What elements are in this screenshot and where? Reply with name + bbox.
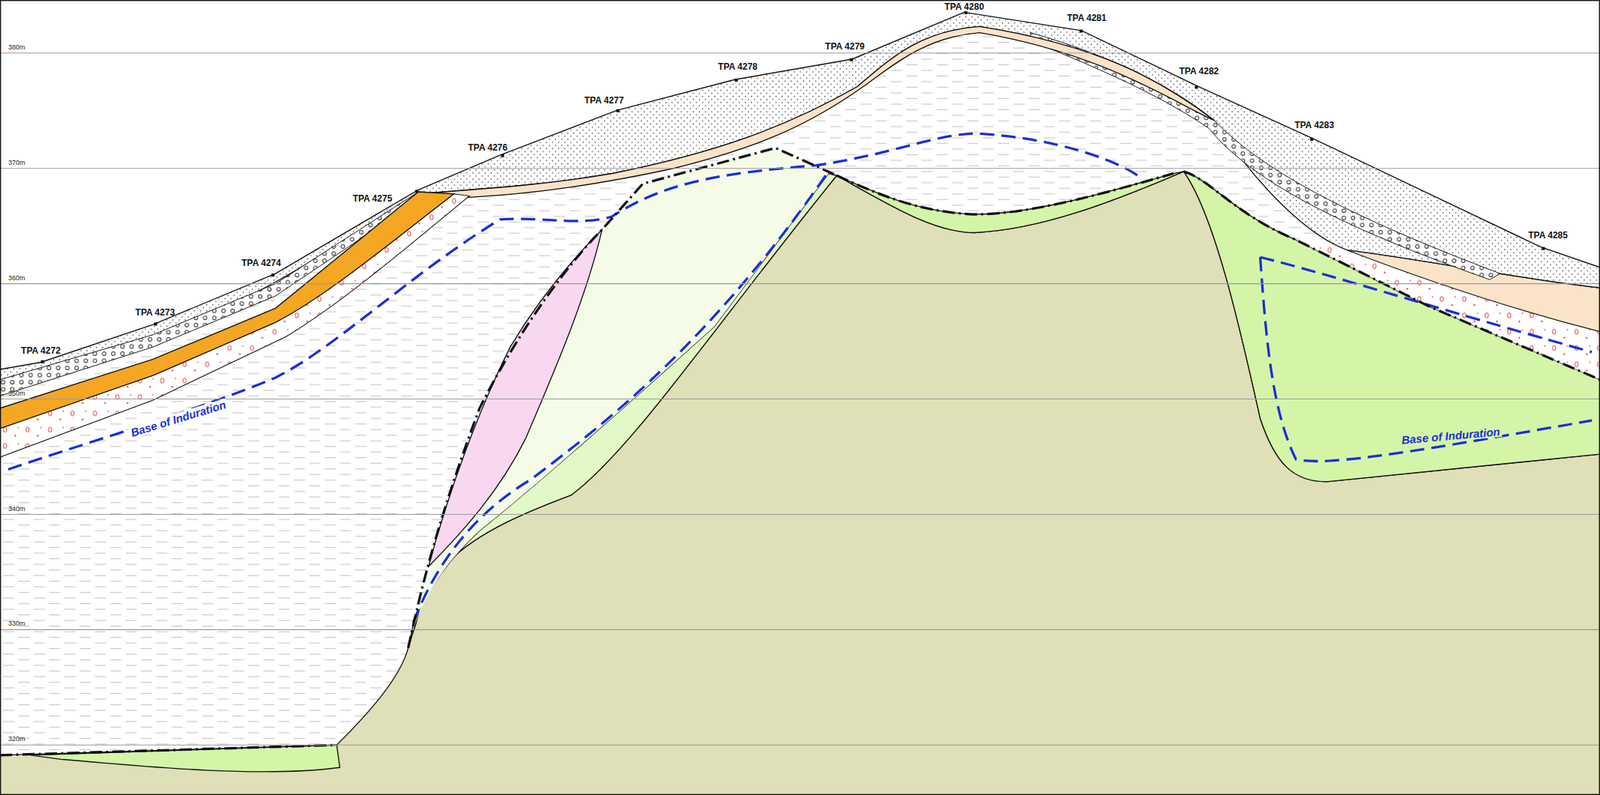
borehole-label: TPA 4282 [1179,66,1220,76]
elevation-label: 370m [8,159,26,167]
elevation-label: 350m [8,390,26,398]
borehole-marker [40,11,1545,364]
induration-line [8,133,1592,623]
bedrock [0,171,1600,795]
elevation-label: 340m [8,505,26,513]
elevation-label: 360m [8,275,26,282]
red-speckled-layer [0,194,470,458]
borehole-label: TPA 4278 [717,62,758,72]
borehole-label: TPA 4272 [20,346,61,356]
borehole-label: TPA 4275 [352,194,393,204]
elevation-label: 330m [8,620,26,628]
contact-line [0,147,1600,755]
elevation-label: 380m [8,44,26,51]
pale-green-zone [416,147,829,625]
borehole-label: TPA 4280 [944,2,984,12]
borehole-label: TPA 4279 [825,41,865,51]
elevation-gridline [0,53,1600,745]
elevation-label: 320m [8,735,26,743]
gravel-band [1030,32,1500,281]
borehole-label: TPA 4277 [584,95,625,105]
orange-layer [0,191,455,429]
borehole-label: TPA 4281 [1067,13,1107,23]
green-lens [837,171,1185,234]
borehole-label: TPA 4276 [467,143,508,153]
weathered-zone [0,11,1600,795]
borehole-label: TPA 4285 [1528,230,1568,240]
pink-lens [428,229,602,566]
borehole-label: TPA 4274 [241,258,282,268]
borehole-label: TPA 4273 [135,308,176,318]
peach-layer [418,26,1215,198]
borehole-label: TPA 4283 [1294,120,1334,130]
